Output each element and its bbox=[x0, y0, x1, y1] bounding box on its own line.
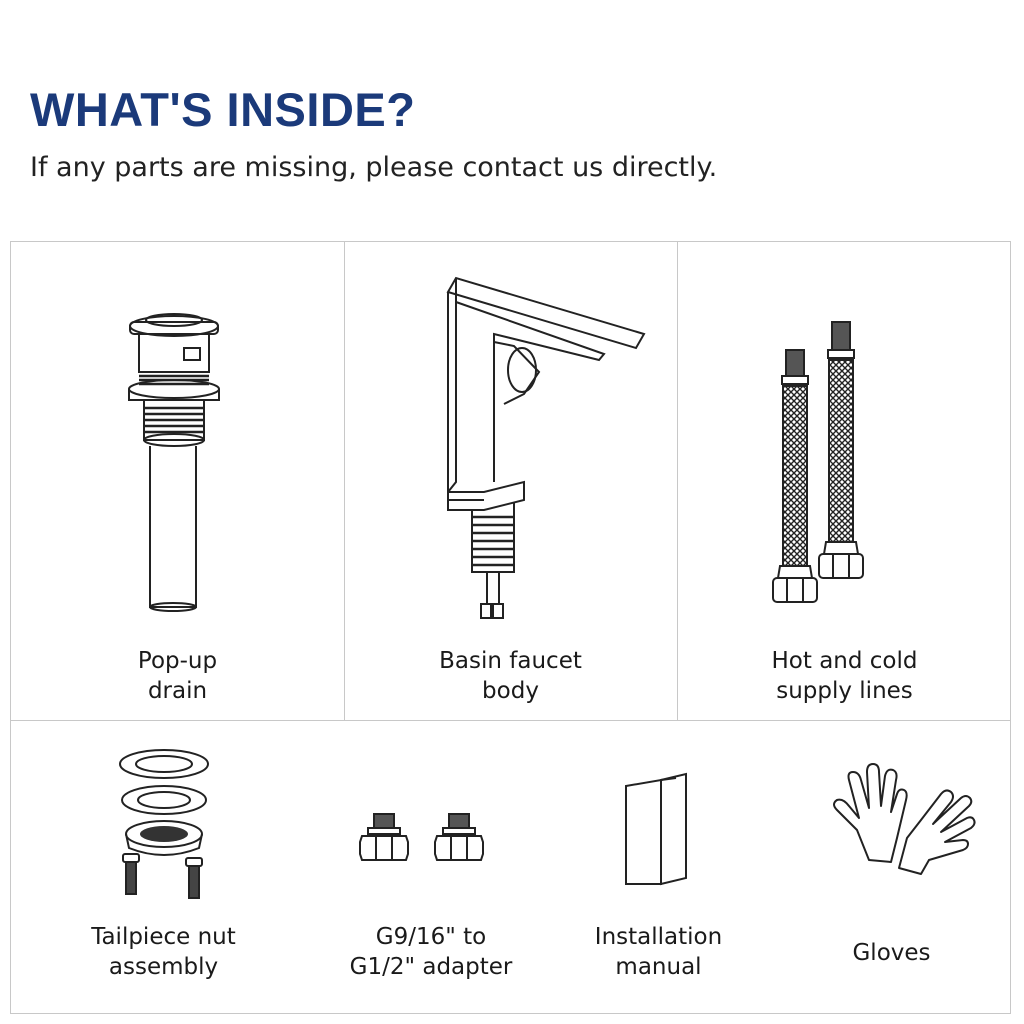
adapter-icon bbox=[359, 813, 484, 861]
grid-divider bbox=[11, 720, 1010, 721]
part-adapter: G9/16" to G1/2" adapter bbox=[316, 720, 546, 1015]
part-label: G9/16" to G1/2" adapter bbox=[349, 924, 513, 980]
part-basin-faucet: Basin faucet body bbox=[344, 242, 677, 720]
part-label: Hot and cold supply lines bbox=[771, 648, 918, 704]
parts-grid: Pop-up drain bbox=[10, 241, 1011, 1014]
part-label: Installation manual bbox=[594, 924, 723, 980]
part-gloves: Gloves bbox=[771, 720, 1012, 1015]
part-manual: Installation manual bbox=[546, 720, 771, 1015]
page-subtitle: If any parts are missing, please contact… bbox=[30, 152, 718, 183]
grid-divider bbox=[677, 242, 678, 720]
part-supply-lines: Hot and cold supply lines bbox=[677, 242, 1012, 720]
part-label: Tailpiece nut assembly bbox=[91, 924, 236, 980]
part-label: Basin faucet body bbox=[439, 648, 582, 704]
supply-lines-icon bbox=[772, 321, 864, 603]
part-tailpiece-nut: Tailpiece nut assembly bbox=[11, 720, 316, 1015]
part-label: Pop-up drain bbox=[137, 648, 218, 704]
grid-divider bbox=[344, 242, 345, 720]
manual-icon bbox=[625, 772, 687, 886]
page-title: WHAT'S INSIDE? bbox=[30, 83, 416, 136]
tailpiece-nut-icon bbox=[119, 749, 209, 899]
pop-up-drain-icon bbox=[128, 313, 220, 612]
part-pop-up-drain: Pop-up drain bbox=[11, 242, 344, 720]
gloves-icon bbox=[833, 763, 976, 875]
basin-faucet-icon bbox=[446, 276, 646, 619]
part-label: Gloves bbox=[852, 940, 931, 966]
